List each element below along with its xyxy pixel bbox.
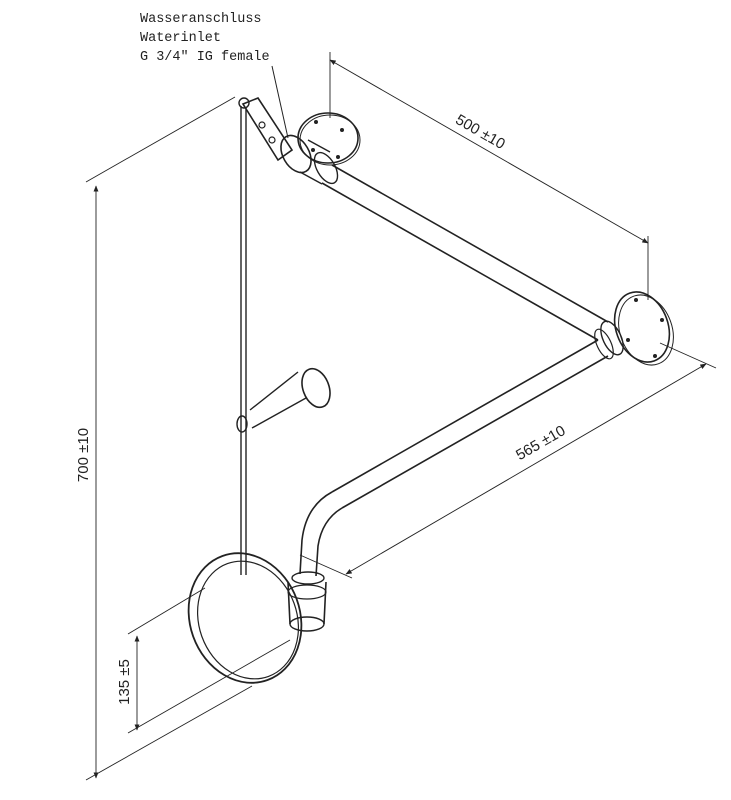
- lever-pivot: [238, 97, 250, 109]
- flange-screw-hole: [660, 318, 664, 322]
- shower-head-rim: [187, 552, 303, 684]
- flange-screw-hole: [340, 128, 344, 132]
- valve-lever: [241, 97, 294, 162]
- flange-screw-hole: [336, 155, 340, 159]
- shower-head: [187, 552, 303, 684]
- extension-line: [659, 342, 717, 369]
- inlet-valve: [238, 97, 339, 185]
- extension-line: [127, 639, 291, 734]
- valve-body: [280, 134, 312, 174]
- connector-ring: [287, 584, 327, 600]
- rod-guide-bracket: [236, 367, 331, 433]
- inlet-label: Wasseranschluss Waterinlet G 3/4" IG fem…: [140, 12, 270, 65]
- pipe-edge: [321, 182, 599, 341]
- lever-hole: [268, 136, 276, 144]
- pull-rod: [240, 106, 247, 575]
- pipe-bend: [315, 507, 343, 577]
- pipe-edge: [341, 355, 609, 509]
- pipe-edge: [331, 339, 599, 493]
- flange-screw-hole: [311, 148, 315, 152]
- flange-screw-hole: [626, 338, 630, 342]
- inlet-label-en: Waterinlet: [140, 31, 221, 46]
- dimension-head-height: 135 ±5: [116, 587, 291, 734]
- dimension-line: [329, 59, 649, 244]
- shower-head-face: [196, 560, 300, 680]
- pipe-edge: [331, 164, 609, 323]
- inlet-label-de: Wasseranschluss: [140, 12, 262, 27]
- shower-head-connector: [287, 571, 327, 632]
- dimension-text-lower-arm: 565 ±10: [513, 422, 568, 464]
- rod-guide-ring: [236, 415, 248, 433]
- pipe-bend: [299, 491, 333, 575]
- inlet-leader-line: [271, 65, 289, 139]
- connector-bottom: [289, 616, 325, 632]
- pipe-lower-arm: [299, 339, 609, 577]
- extension-line: [127, 587, 206, 635]
- valve-neck: [299, 139, 331, 185]
- flange-plate: [613, 291, 671, 363]
- pipe-collar: [600, 320, 624, 356]
- bracket-arm: [249, 371, 299, 411]
- bracket-arm: [251, 397, 307, 429]
- lever-hole: [258, 121, 266, 129]
- valve-coupling: [313, 151, 339, 185]
- extension-line: [299, 554, 353, 579]
- pipe-collar: [594, 328, 614, 360]
- dimension-text-height: 700 ±10: [75, 428, 92, 482]
- dimension-top-arm: 500 ±10: [329, 52, 649, 300]
- wall-flange-right: [594, 291, 674, 366]
- flange-screw-hole: [634, 298, 638, 302]
- dimension-height: 700 ±10: [75, 96, 253, 781]
- dimension-lower-arm: 565 ±10: [299, 342, 717, 579]
- pipe-top-arm: [321, 164, 609, 341]
- inlet-label-thread: G 3/4" IG female: [140, 50, 270, 65]
- connector-body: [287, 581, 327, 625]
- connector-top: [291, 571, 325, 585]
- extension-line: [85, 96, 236, 183]
- flange-screw-hole: [314, 120, 318, 124]
- extension-line: [85, 685, 253, 781]
- bracket-rosette: [301, 367, 331, 409]
- flange-screw-hole: [653, 354, 657, 358]
- dimension-text-head-height: 135 ±5: [116, 659, 133, 705]
- dimension-line: [345, 363, 707, 575]
